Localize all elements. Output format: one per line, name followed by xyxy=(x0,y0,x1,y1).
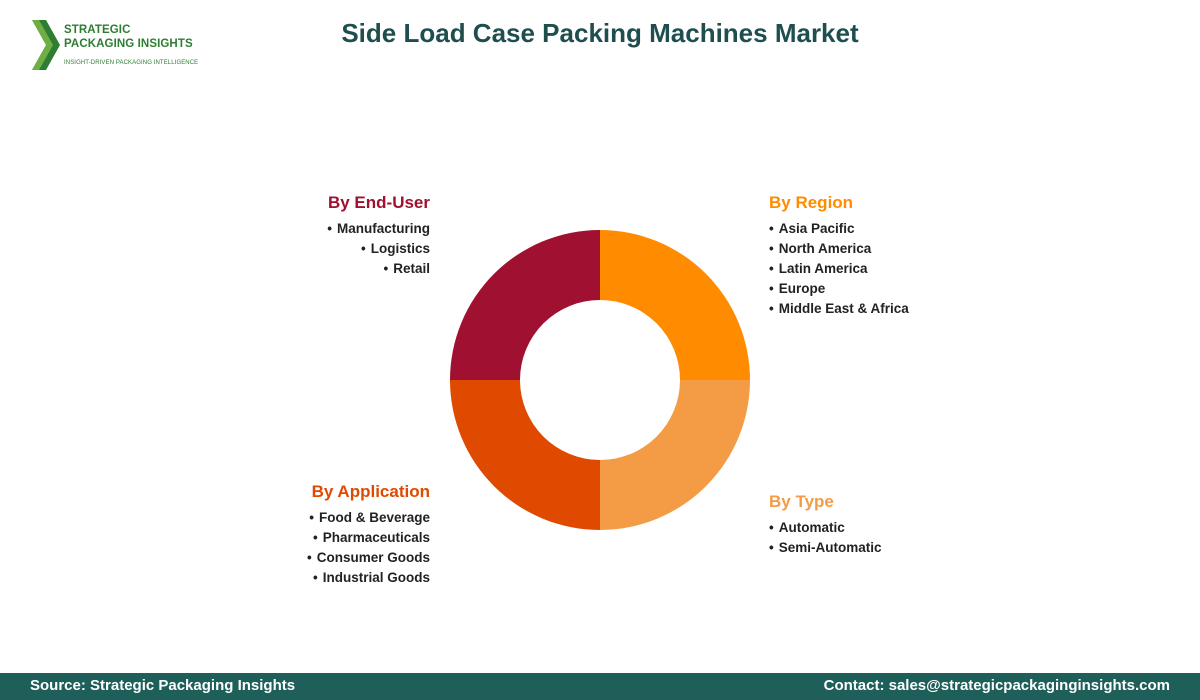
company-logo: STRATEGIC PACKAGING INSIGHTS INSIGHT-DRI… xyxy=(30,18,200,72)
footer-bar: Source: Strategic Packaging Insights Con… xyxy=(0,673,1200,700)
footer-contact[interactable]: Contact: sales@strategicpackaginginsight… xyxy=(823,677,1170,694)
logo-tagline: INSIGHT-DRIVEN PACKAGING INTELLIGENCE xyxy=(64,60,199,66)
legend-item: Industrial Goods xyxy=(307,568,430,588)
logo-name-line2: PACKAGING INSIGHTS xyxy=(64,38,193,50)
legend-item: Semi-Automatic xyxy=(769,538,882,558)
logo-name-line1: STRATEGIC xyxy=(64,24,131,36)
legend-item: Europe xyxy=(769,279,909,299)
legend-item: Manufacturing xyxy=(327,219,430,239)
legend-item: Retail xyxy=(327,259,430,279)
logo-chevron-icon xyxy=(32,20,60,70)
legend-end-user: By End-User Manufacturing Logistics Reta… xyxy=(327,193,430,279)
legend-item: Consumer Goods xyxy=(307,548,430,568)
legend-item: Food & Beverage xyxy=(307,508,430,528)
legend-item: Pharmaceuticals xyxy=(307,528,430,548)
page-title: Side Load Case Packing Machines Market xyxy=(341,18,859,48)
legend-item: Logistics xyxy=(327,239,430,259)
legend-type-list: Automatic Semi-Automatic xyxy=(769,518,882,558)
donut-slice-by-application xyxy=(450,380,600,530)
footer-source: Source: Strategic Packaging Insights xyxy=(30,677,296,694)
legend-item: Automatic xyxy=(769,518,882,538)
legend-item: North America xyxy=(769,239,909,259)
donut-slice-by-type xyxy=(600,380,750,530)
legend-application-title: By Application xyxy=(311,482,430,501)
legend-application: By Application Food & Beverage Pharmaceu… xyxy=(307,482,430,588)
legend-item: Asia Pacific xyxy=(769,219,909,239)
legend-region: By Region Asia Pacific North America Lat… xyxy=(769,193,909,319)
legend-end-user-title: By End-User xyxy=(327,193,430,212)
donut-slice-by-region xyxy=(600,230,750,380)
legend-region-title: By Region xyxy=(769,193,854,212)
legend-type: By Type Automatic Semi-Automatic xyxy=(769,492,882,558)
legend-application-list: Food & Beverage Pharmaceuticals Consumer… xyxy=(307,508,430,588)
legend-region-list: Asia Pacific North America Latin America… xyxy=(769,219,909,319)
donut-slice-by-end-user xyxy=(450,230,600,380)
legend-item: Middle East & Africa xyxy=(769,299,909,319)
legend-end-user-list: Manufacturing Logistics Retail xyxy=(327,219,430,279)
legend-item: Latin America xyxy=(769,259,909,279)
legend-type-title: By Type xyxy=(769,492,834,511)
